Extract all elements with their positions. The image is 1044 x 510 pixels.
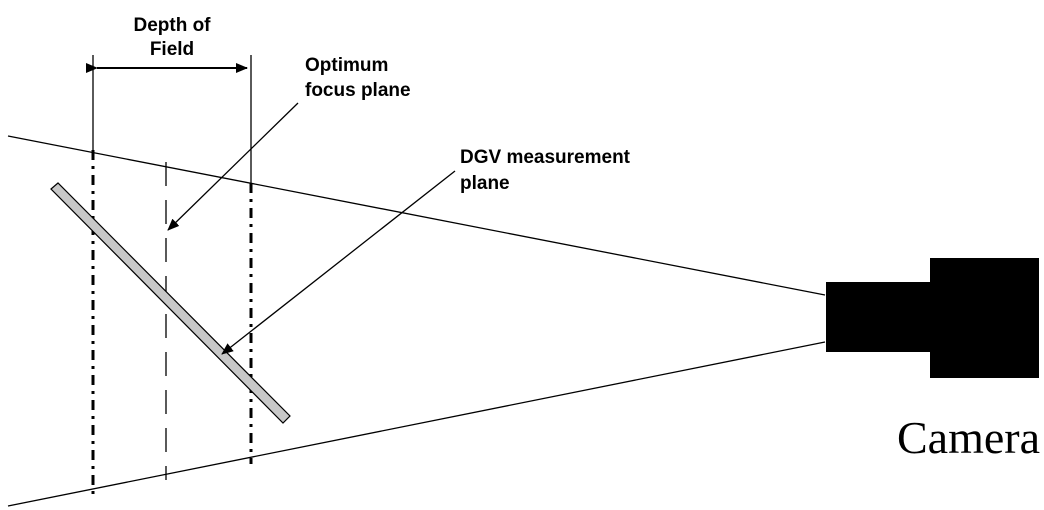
camera-body: [930, 258, 1039, 378]
dgv-measurement-plane: [50, 182, 291, 424]
view-cone-lower-line: [7, 341, 826, 507]
depth-of-field-label-line2: Field: [150, 39, 194, 60]
depth-of-field-label-line1: Depth of: [133, 15, 211, 36]
optimum-focus-leader-arrow: [167, 102, 299, 231]
camera-label: Camera: [897, 412, 1040, 463]
optimum-focus-label-line1: Optimum: [305, 55, 388, 76]
dgv-plane-label-line1: DGV measurement: [460, 147, 631, 168]
dgv-plane-label-line2: plane: [460, 173, 510, 194]
camera-icon: [826, 258, 1039, 378]
camera-lens: [826, 282, 934, 352]
dgv-plane-leader-arrow: [221, 170, 456, 355]
view-cone-upper-line: [7, 135, 826, 296]
optimum-focus-label-line2: focus plane: [305, 80, 411, 101]
